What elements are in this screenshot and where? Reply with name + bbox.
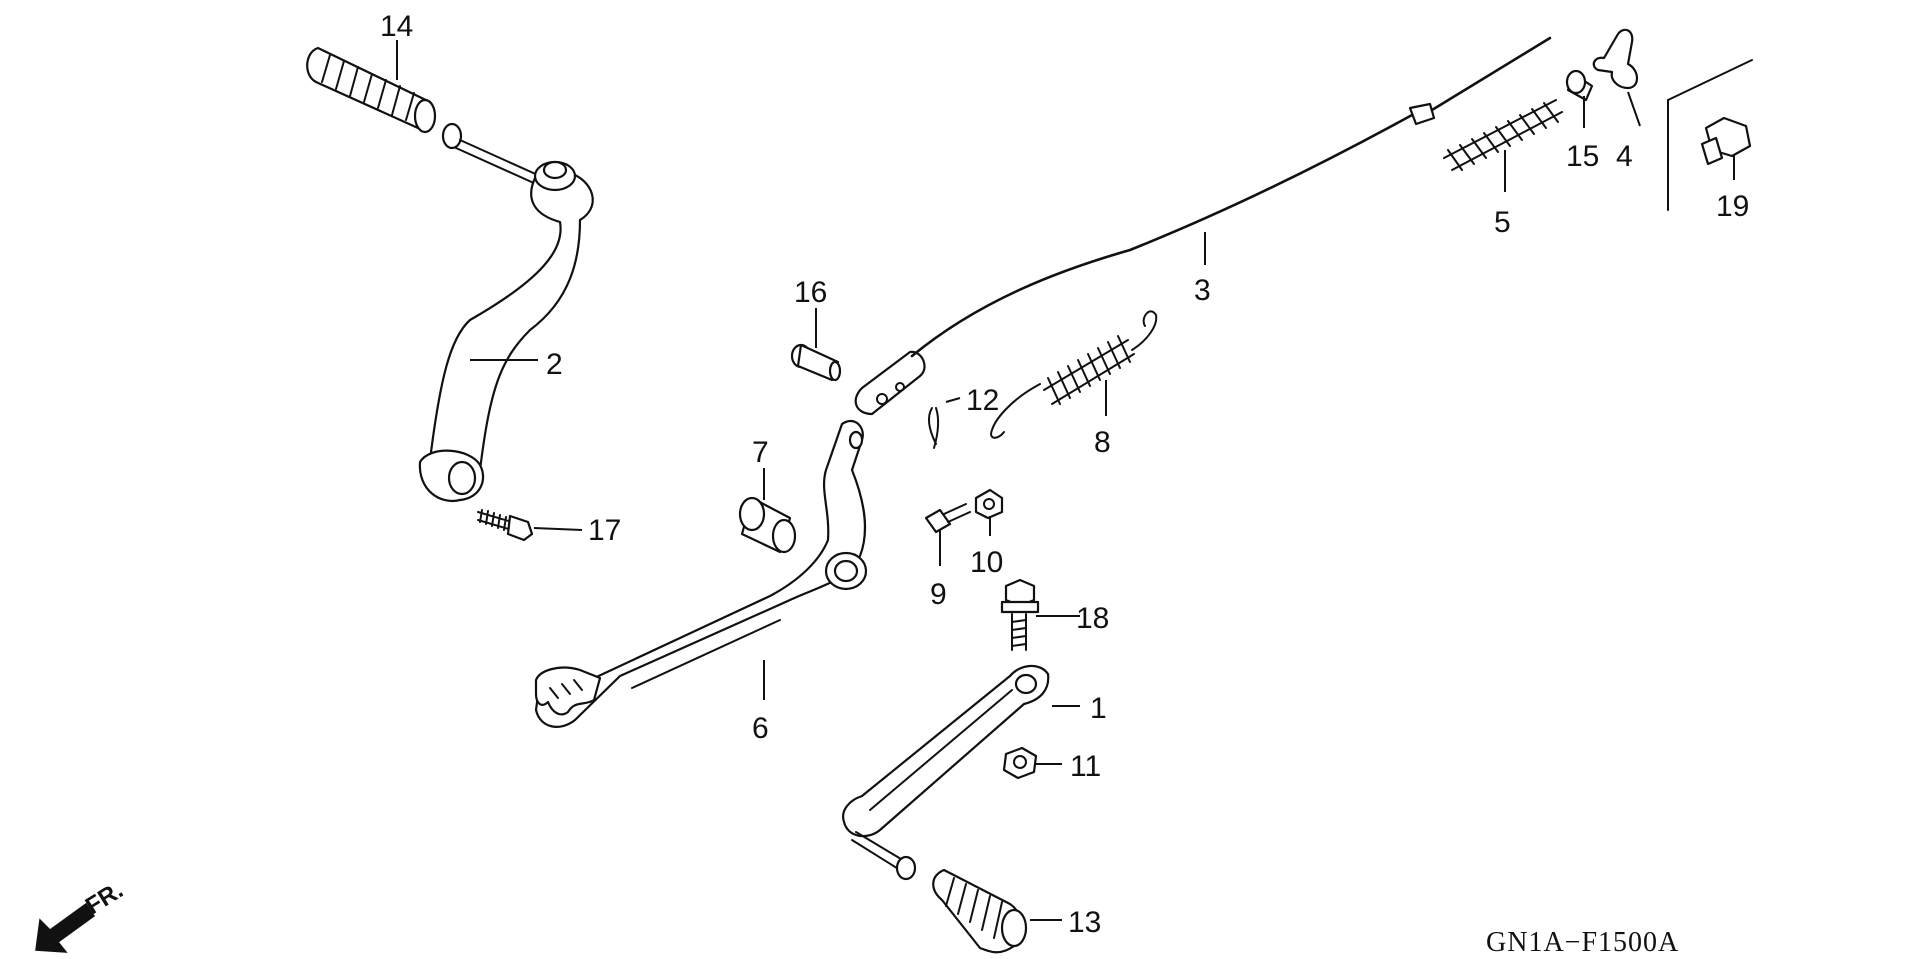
wing-nut-4 [1592,28,1639,90]
front-arrow-icon [35,902,96,953]
spring-5 [1443,99,1563,171]
pin-16 [790,343,842,382]
callout-18: 18 [1076,602,1109,635]
kick-starter-arm [418,122,594,503]
bolt-17 [477,509,534,542]
callout-13: 13 [1068,906,1101,939]
callout-17: 17 [588,514,621,547]
callout-4: 4 [1616,140,1633,173]
bolt-18 [1000,578,1040,651]
spring-8 [990,310,1158,439]
callout-14: 14 [380,10,413,43]
brake-pedal [534,419,868,728]
collar-7 [738,496,797,554]
collar-15 [1565,69,1594,102]
callout-10: 10 [970,546,1003,579]
kick-rubber-grip [306,46,437,134]
callout-6: 6 [752,712,769,745]
callout-1: 1 [1090,692,1107,725]
leader-lines [396,40,1735,921]
callout-2: 2 [546,348,563,381]
nut-10 [974,488,1004,520]
nut-11 [1002,746,1038,780]
callout-11: 11 [1070,750,1101,783]
diagram-code: GN1A−F1500A [1486,927,1679,958]
callout-16: 16 [794,276,827,309]
step-arm [842,664,1050,881]
callout-12: 12 [966,384,999,417]
callout-15: 15 [1566,140,1599,173]
callout-labels: 14 2 3 4 5 6 7 8 9 10 11 12 13 15 16 17 … [380,10,1749,939]
callout-7: 7 [752,436,769,469]
callout-8: 8 [1094,426,1111,459]
callout-19: 19 [1716,190,1749,223]
cotter-pin-12 [928,407,940,449]
plug-19 [1667,59,1753,211]
callout-9: 9 [930,578,947,611]
front-direction-indicator: FR. [35,877,128,953]
step-rubber [932,868,1028,954]
brake-rod [854,36,1552,416]
callout-5: 5 [1494,206,1511,239]
bolt-9 [924,503,971,534]
callout-3: 3 [1194,274,1211,307]
